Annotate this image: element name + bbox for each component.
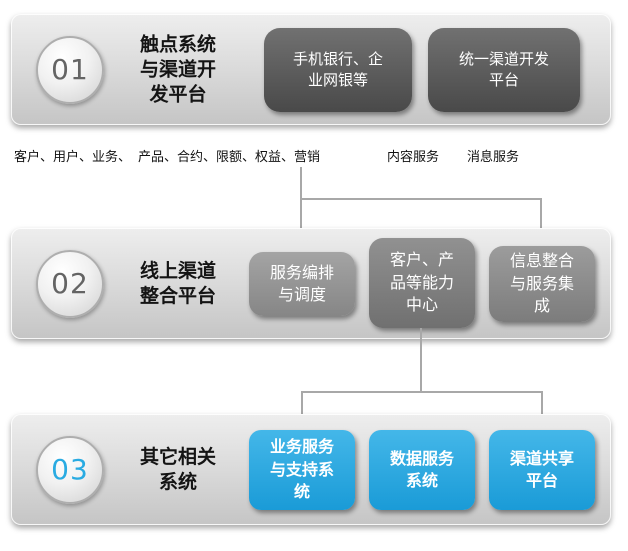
- node-info-integration-service: 信息整合 与服务集 成: [489, 246, 595, 322]
- band-online-channel-integration: 02 线上渠道 整合平台 服务编排 与调度 客户、产 品等能力 中心 信息整合 …: [11, 228, 611, 339]
- node-channel-sharing-platform: 渠道共享 平台: [489, 430, 595, 510]
- node-service-orchestration: 服务编排 与调度: [249, 252, 355, 316]
- connector-line: [301, 391, 303, 415]
- step-number-01: 01: [51, 53, 89, 86]
- label-capabilities-right: 产品、合约、限额、权益、营销: [138, 150, 321, 165]
- step-circle-01: 01: [36, 35, 104, 104]
- band-touchpoint-and-channel-dev: 01 触点系统 与渠道开 发平台 手机银行、企 业网银等 统一渠道开发 平台: [11, 14, 611, 125]
- band-title-01: 触点系统 与渠道开 发平台: [139, 32, 216, 106]
- connector-line: [540, 198, 542, 228]
- connector-line: [300, 167, 302, 228]
- node-data-service-system: 数据服务 系统: [369, 430, 475, 510]
- node-unified-channel-dev-platform: 统一渠道开发 平台: [428, 28, 580, 112]
- connector-line: [300, 198, 542, 200]
- step-number-03: 03: [51, 453, 89, 486]
- band-title-02: 线上渠道 整合平台: [139, 259, 216, 307]
- band-other-related-systems: 03 其它相关 系统 业务服务 与支持系 统 数据服务 系统 渠道共享 平台: [11, 414, 611, 525]
- step-number-02: 02: [51, 267, 89, 300]
- connector-line: [420, 328, 422, 392]
- band-title-03: 其它相关 系统: [139, 445, 216, 493]
- label-capabilities-left: 客户、用户、业务、: [14, 150, 132, 165]
- label-message-service: 消息服务: [467, 150, 520, 165]
- node-mobile-banking: 手机银行、企 业网银等: [264, 28, 412, 112]
- node-business-support-system: 业务服务 与支持系 统: [249, 430, 355, 510]
- step-circle-03: 03: [36, 435, 104, 504]
- step-circle-02: 02: [36, 249, 104, 318]
- connector-line: [301, 391, 543, 393]
- connector-line: [541, 391, 543, 415]
- label-content-service: 内容服务: [387, 150, 440, 165]
- node-customer-product-capability-center: 客户、产 品等能力 中心: [369, 238, 475, 328]
